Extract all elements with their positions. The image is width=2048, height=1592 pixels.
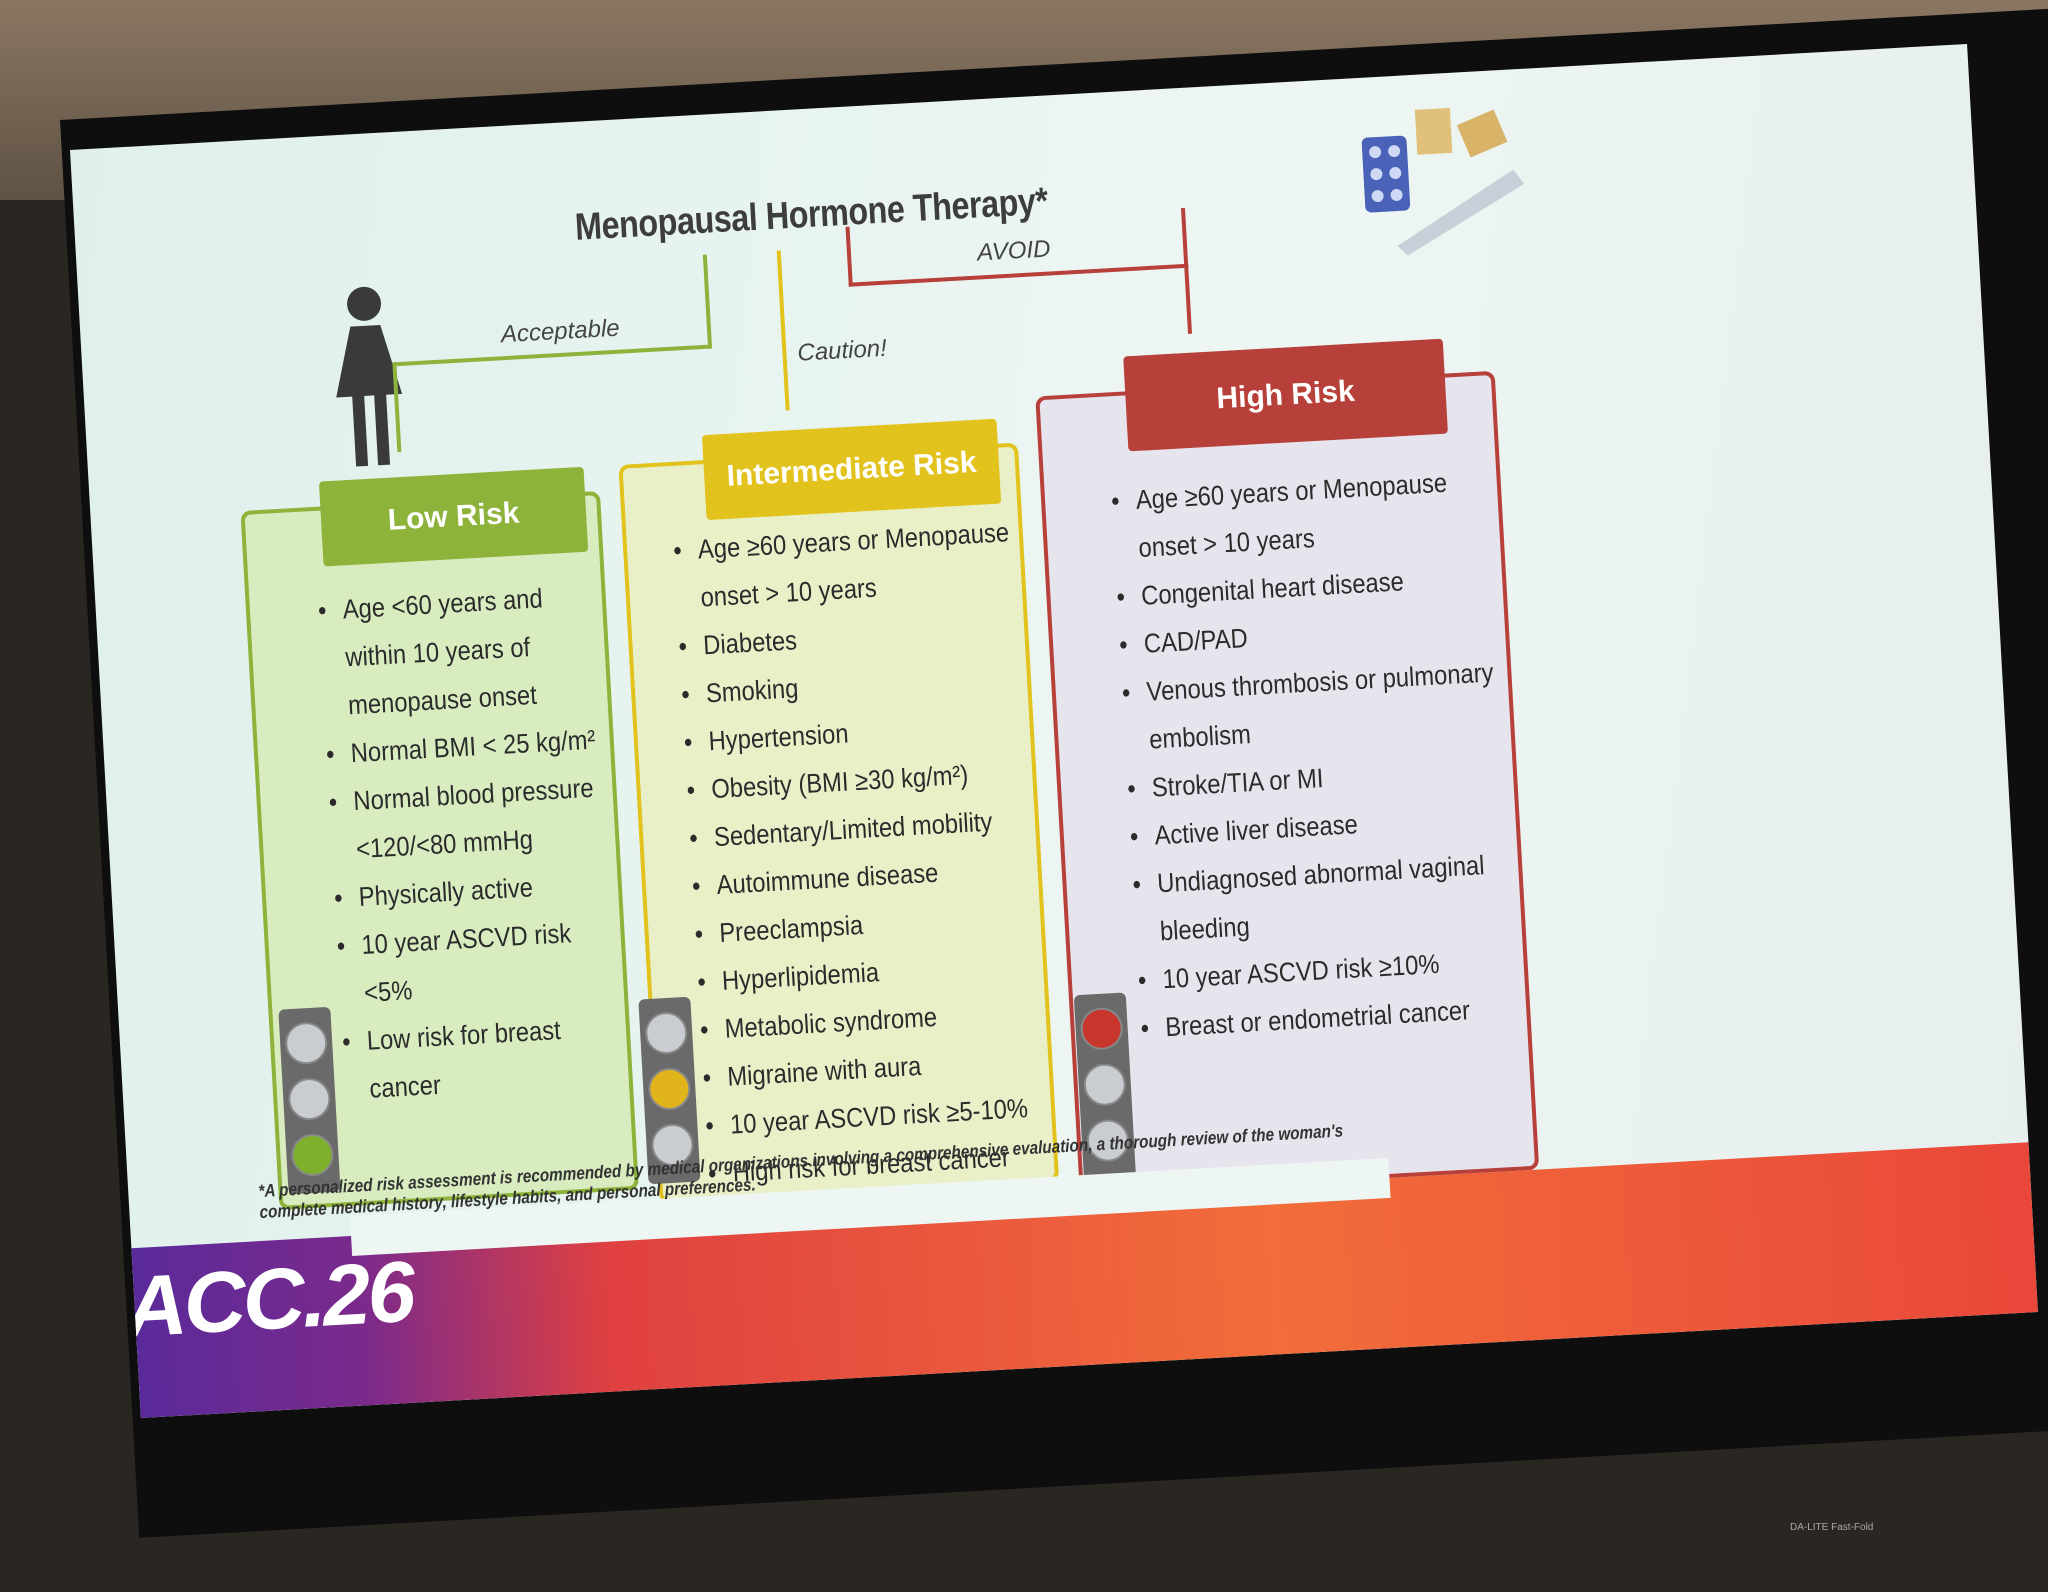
caution-label: Caution!	[796, 334, 888, 367]
avoid-label: AVOID	[976, 235, 1052, 267]
list-item: Age <60 years and within 10 years of men…	[317, 571, 606, 730]
acceptable-label: Acceptable	[500, 314, 621, 349]
list-item: Low risk for breast cancer	[341, 1003, 628, 1115]
woman-icon	[336, 286, 403, 467]
slide: Menopausal Hormone Therapy* Acceptable C…	[70, 43, 2038, 1419]
high-risk-header: High Risk	[1123, 338, 1448, 452]
traffic-light-green	[278, 1006, 341, 1195]
acc-logo: ACC.26	[122, 1243, 415, 1356]
intermediate-risk-list: Age ≥60 years or Menopause onset > 10 ye…	[672, 507, 1061, 1198]
avoid-stem	[1184, 263, 1193, 334]
high-risk-list: Age ≥60 years or Menopause onset > 10 ye…	[1110, 456, 1529, 1053]
caution-connector	[776, 250, 790, 411]
low-risk-header: Low Risk	[318, 466, 589, 567]
screen-brand: DA-LITE Fast-Fold	[1790, 1522, 1874, 1533]
list-item: Normal blood pressure <120/<80 mmHg	[327, 763, 614, 875]
medication-icon	[1361, 107, 1525, 256]
list-item: 10 year ASCVD risk <5%	[336, 907, 623, 1019]
intermediate-risk-header: Intermediate Risk	[701, 418, 1002, 521]
acceptable-stem	[702, 254, 713, 349]
acceptable-connector	[392, 344, 717, 453]
low-risk-list: Age <60 years and within 10 years of men…	[317, 571, 628, 1114]
